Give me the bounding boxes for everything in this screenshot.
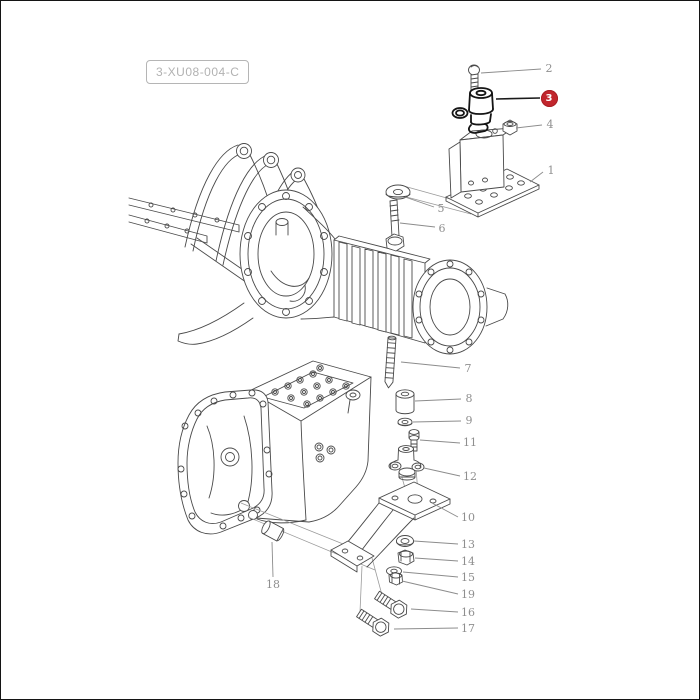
diagram-reference-label: 3-XU08-004-C (146, 60, 250, 84)
transmission-case-drawing (177, 360, 372, 535)
callout-16[interactable]: 16 (461, 606, 475, 619)
part-14-nut (397, 549, 415, 566)
part-1-bracket (445, 127, 540, 218)
part-8-bushing (395, 389, 415, 415)
callout-14[interactable]: 14 (461, 555, 475, 568)
callout-2[interactable]: 2 (545, 62, 553, 75)
case-top-studs (271, 364, 350, 408)
callout-18[interactable]: 18 (266, 578, 280, 591)
callout-6[interactable]: 6 (438, 222, 446, 235)
callout-15[interactable]: 15 (461, 571, 475, 584)
part-5-washer (385, 184, 411, 200)
callout-3-highlighted[interactable]: 3 (540, 89, 558, 107)
callout-17[interactable]: 17 (461, 622, 475, 635)
part-2-bolt (468, 64, 480, 92)
part-10-bracket (330, 481, 451, 573)
part-12-mount (388, 445, 425, 481)
callout-8[interactable]: 8 (465, 392, 473, 405)
part-16-bolt (374, 590, 408, 619)
part-11-bolt (408, 429, 420, 452)
part-19-flange-nut (388, 572, 403, 586)
axle-housing-drawing (128, 143, 509, 355)
part-17-bolt (356, 608, 390, 637)
part-18-spacer (261, 520, 285, 542)
part-4-nut (502, 119, 518, 136)
callout-4[interactable]: 4 (546, 118, 554, 131)
callout-5[interactable]: 5 (437, 202, 445, 215)
callout-11[interactable]: 11 (463, 436, 477, 449)
callout-13[interactable]: 13 (461, 538, 475, 551)
leader-lines (271, 68, 544, 630)
callout-19[interactable]: 19 (461, 588, 475, 601)
callout-7[interactable]: 7 (464, 362, 472, 375)
part-6-bolt (385, 199, 405, 252)
callout-9[interactable]: 9 (465, 414, 473, 427)
part-9-washer (397, 417, 413, 427)
part-3-highlighted-component (451, 87, 494, 134)
part-13-washer (396, 535, 414, 547)
callout-12[interactable]: 12 (463, 470, 477, 483)
callout-10[interactable]: 10 (461, 511, 475, 524)
callout-1[interactable]: 1 (547, 164, 555, 177)
part-7-stud (384, 335, 397, 389)
